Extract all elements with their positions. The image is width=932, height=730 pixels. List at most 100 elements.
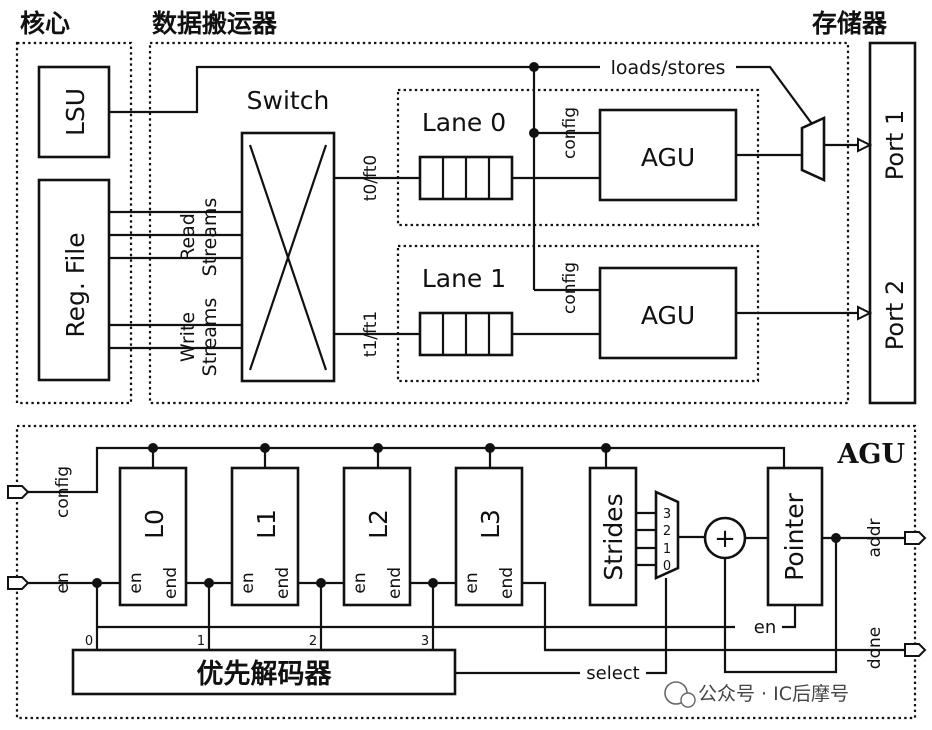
- port1-label: Port 1: [881, 110, 909, 180]
- loop-l0-en-label: en: [126, 572, 146, 593]
- done-output-arrow: [904, 643, 927, 657]
- adder-symbol: +: [714, 524, 736, 554]
- en-to-pointer-wire: [782, 605, 797, 629]
- lane0-group-border: [396, 88, 760, 227]
- loop-l2-end-label: end: [385, 567, 405, 599]
- watermark-text: 公众号 · IC后摩号: [698, 683, 849, 705]
- lane1-agu-block: [598, 266, 738, 360]
- en-input-arrow: [7, 576, 30, 590]
- lane0-agu-label: AGU: [641, 143, 695, 172]
- regfile-label: Reg. File: [61, 232, 90, 337]
- mux-input-2: 2: [663, 524, 671, 539]
- read-streams-label-2: Streams: [199, 198, 221, 277]
- read-streams-label-1: Read: [177, 213, 199, 261]
- loads-stores-label: loads/stores: [611, 57, 726, 79]
- en-input-label: en: [53, 572, 73, 593]
- addr-label: addr: [865, 519, 885, 558]
- mux-input-3: 3: [663, 507, 671, 522]
- loop-l0: L0 en end: [118, 466, 188, 607]
- loop-l0-block: [118, 466, 188, 607]
- loop-l3-label: L3: [476, 509, 505, 539]
- strides-to-mux-wires: [636, 511, 656, 567]
- loop-l0-end-label: end: [161, 567, 181, 599]
- select-to-mux-wire: [646, 578, 668, 675]
- loads-stores-to-mux: [736, 65, 816, 129]
- pointer-block: [766, 466, 824, 607]
- port2-label: Port 2: [881, 280, 909, 350]
- select-label: select: [586, 663, 639, 684]
- tap-label-0: 0: [85, 634, 93, 649]
- core-title: 核心: [20, 9, 70, 38]
- loop-l3-en-label: en: [462, 572, 482, 593]
- strides-block: [588, 466, 638, 607]
- lsu-block: [37, 65, 111, 159]
- pointer-label: Pointer: [780, 492, 809, 580]
- loop-l1: L1 en end: [230, 466, 300, 607]
- agu-title: AGU: [836, 439, 905, 470]
- lane1-config-label: config: [560, 262, 580, 314]
- loop-l1-end-label: end: [273, 567, 293, 599]
- priority-decoder-block: [71, 648, 457, 696]
- lane1-agu-label: AGU: [641, 301, 695, 330]
- regfile-block: [37, 178, 111, 382]
- lane0-fifo-slots: [441, 157, 491, 199]
- mover-title: 数据搬运器: [152, 9, 278, 38]
- loop-l1-label: L1: [252, 509, 281, 539]
- lsu-label: LSU: [61, 88, 90, 136]
- config-to-pointer: [606, 446, 786, 468]
- core-group-border: [15, 41, 133, 405]
- memory-title: 存储器: [812, 9, 888, 38]
- top-mux: [800, 115, 826, 183]
- switch-cross-b: [248, 144, 328, 371]
- port2-arrow: [857, 305, 873, 321]
- pointer-feedback-wire: [723, 538, 838, 674]
- t1-label: t1/ft1: [361, 311, 381, 357]
- addr-output-arrow: [904, 531, 927, 545]
- config-tap-dots: [148, 443, 611, 453]
- loop-l2-block: [342, 466, 412, 607]
- config-input-arrow: [7, 485, 30, 499]
- loop-l3: L3 en end: [454, 466, 524, 607]
- tap-label-1: 1: [197, 634, 205, 649]
- loop-l0-label: L0: [140, 509, 169, 539]
- strides-label: Strides: [599, 493, 628, 580]
- config-bus-bottom: [28, 446, 606, 494]
- lane1-fifo-slots: [441, 313, 491, 355]
- lane0-label: Lane 0: [422, 108, 506, 137]
- tap-label-2: 2: [309, 634, 317, 649]
- loop-l2-label: L2: [364, 509, 393, 539]
- mover-group-border: [148, 41, 850, 405]
- port1-arrow: [857, 137, 873, 153]
- lane0-agu-block: [598, 108, 738, 202]
- read-stream-lines: [109, 210, 242, 260]
- loop-l2-en-label: en: [350, 572, 370, 593]
- lsu-loads-stores-wire: [109, 65, 600, 114]
- loop-l1-block: [230, 466, 300, 607]
- mux-input-1: 1: [663, 542, 671, 557]
- write-stream-lines: [109, 323, 242, 350]
- t0-label: t0/ft0: [361, 155, 381, 201]
- switch-label: Switch: [247, 86, 330, 115]
- lane1-label: Lane 1: [422, 264, 506, 293]
- done-label: done: [865, 627, 885, 669]
- tap-label-3: 3: [421, 634, 429, 649]
- watermark: 公众号 · IC后摩号: [664, 681, 849, 708]
- write-streams-label-2: Streams: [199, 298, 221, 377]
- priority-decoder-label: 优先解码器: [197, 659, 333, 690]
- loop-l3-block: [454, 466, 524, 607]
- memory-block: [868, 41, 917, 405]
- config-input-label: config: [53, 466, 73, 518]
- lane0-config-label: config: [560, 107, 580, 159]
- stride-mux: [654, 489, 680, 581]
- en-to-pointer-label: en: [754, 617, 776, 638]
- loop-l2: L2 en end: [342, 466, 412, 607]
- wechat-icon-bubble: [680, 692, 696, 708]
- agu-group-border: [15, 424, 917, 720]
- loop-l3-end-label: end: [497, 567, 517, 599]
- loop-l1-en-label: en: [238, 572, 258, 593]
- decoder-tap-wires: [95, 583, 435, 650]
- write-streams-label-1: Write: [177, 312, 199, 362]
- mux-input-0: 0: [663, 559, 671, 574]
